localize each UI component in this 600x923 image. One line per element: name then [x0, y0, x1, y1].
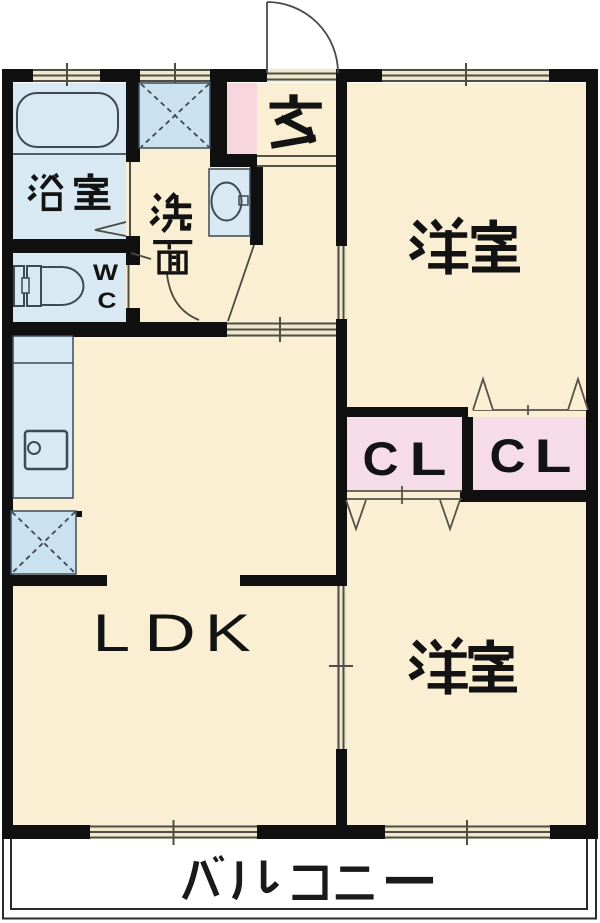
svg-text:L: L: [410, 432, 447, 485]
svg-text:W: W: [93, 260, 118, 285]
svg-text:C: C: [490, 429, 526, 482]
svg-text:D: D: [144, 604, 196, 663]
svg-text:L: L: [535, 429, 572, 482]
svg-text:L: L: [93, 603, 130, 662]
svg-text:K: K: [205, 604, 251, 663]
svg-text:C: C: [98, 288, 117, 313]
svg-text:C: C: [363, 432, 399, 485]
